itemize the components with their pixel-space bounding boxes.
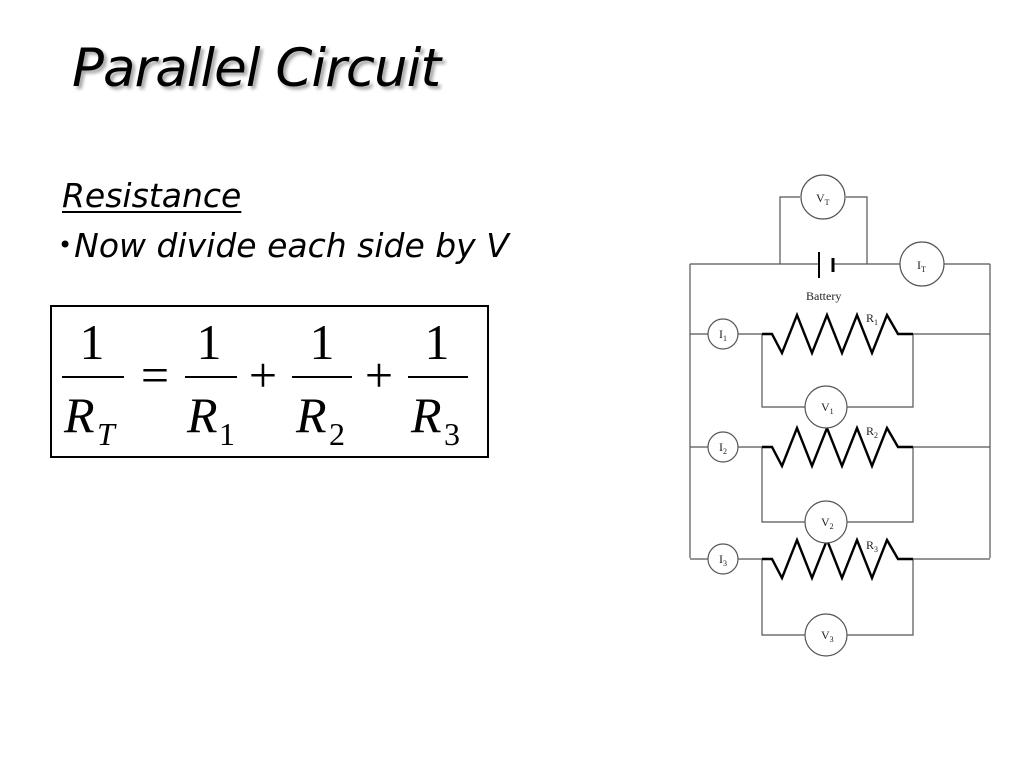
bullet-icon: • (58, 231, 73, 259)
wire-vt-right (846, 196, 868, 264)
resistor-2-icon (762, 424, 913, 470)
eq-r-1: R (186, 387, 218, 443)
label-r3: R3 (866, 538, 878, 554)
eq-numerator-total: 1 (80, 314, 105, 370)
bullet-item: •Now divide each side by V (58, 226, 509, 265)
battery-icon (818, 252, 835, 278)
eq-sub-total: T (97, 416, 117, 452)
wire-vt-left (779, 196, 800, 264)
ammeter-total-icon (899, 241, 945, 287)
resistor-3-icon (762, 536, 913, 582)
eq-sub-2: 2 (329, 416, 345, 452)
eq-plus-sign-2: + (365, 347, 393, 403)
eq-r-2: R (295, 387, 327, 443)
voltmeter-total-icon (800, 174, 846, 220)
label-i3: I3 (719, 552, 727, 568)
bullet-text: Now divide each side by V (74, 226, 509, 265)
eq-numerator-1: 1 (197, 314, 222, 370)
equation-box: 1 R T = 1 R 1 + 1 R 2 + 1 R 3 (50, 305, 489, 458)
circuit-wires (689, 196, 991, 636)
wire-v2-right (842, 447, 914, 523)
label-it: IT (917, 258, 926, 274)
slide-title: Parallel Circuit (72, 38, 441, 99)
battery-label: Battery (806, 289, 841, 303)
voltmeter-1-icon (804, 385, 848, 429)
wire-v1-left (761, 334, 810, 408)
wire-v1-right (842, 334, 914, 408)
label-i2: I2 (719, 440, 727, 456)
eq-sub-1: 1 (219, 416, 235, 452)
circuit-diagram: VT IT Battery I1 R1 V1 I2 R2 V2 I3 R3 V3 (689, 174, 991, 657)
eq-r-total: R (63, 387, 95, 443)
wire-v2-left (761, 447, 810, 523)
label-r2: R2 (866, 424, 878, 440)
ammeter-3-icon (707, 543, 739, 575)
voltmeter-3-icon (804, 613, 848, 657)
ammeter-2-icon (707, 431, 739, 463)
ammeter-1-icon (707, 318, 739, 350)
label-v2: V2 (821, 515, 834, 531)
eq-equals-sign: = (141, 347, 169, 403)
eq-numerator-3: 1 (425, 314, 450, 370)
resistor-1-icon (762, 311, 913, 357)
equation-svg: 1 R T = 1 R 1 + 1 R 2 + 1 R 3 (62, 314, 468, 452)
wire-v3-left (761, 559, 810, 636)
label-v3: V3 (821, 628, 834, 644)
label-v1: V1 (821, 400, 834, 416)
label-i1: I1 (719, 327, 727, 343)
label-r1: R1 (866, 311, 878, 327)
voltmeter-2-icon (804, 500, 848, 544)
eq-numerator-2: 1 (310, 314, 335, 370)
label-vt: VT (816, 191, 830, 207)
eq-sub-3: 3 (444, 416, 460, 452)
wire-v3-right (842, 559, 914, 636)
section-heading: Resistance (62, 176, 242, 215)
eq-plus-sign-1: + (249, 347, 277, 403)
eq-r-3: R (410, 387, 442, 443)
